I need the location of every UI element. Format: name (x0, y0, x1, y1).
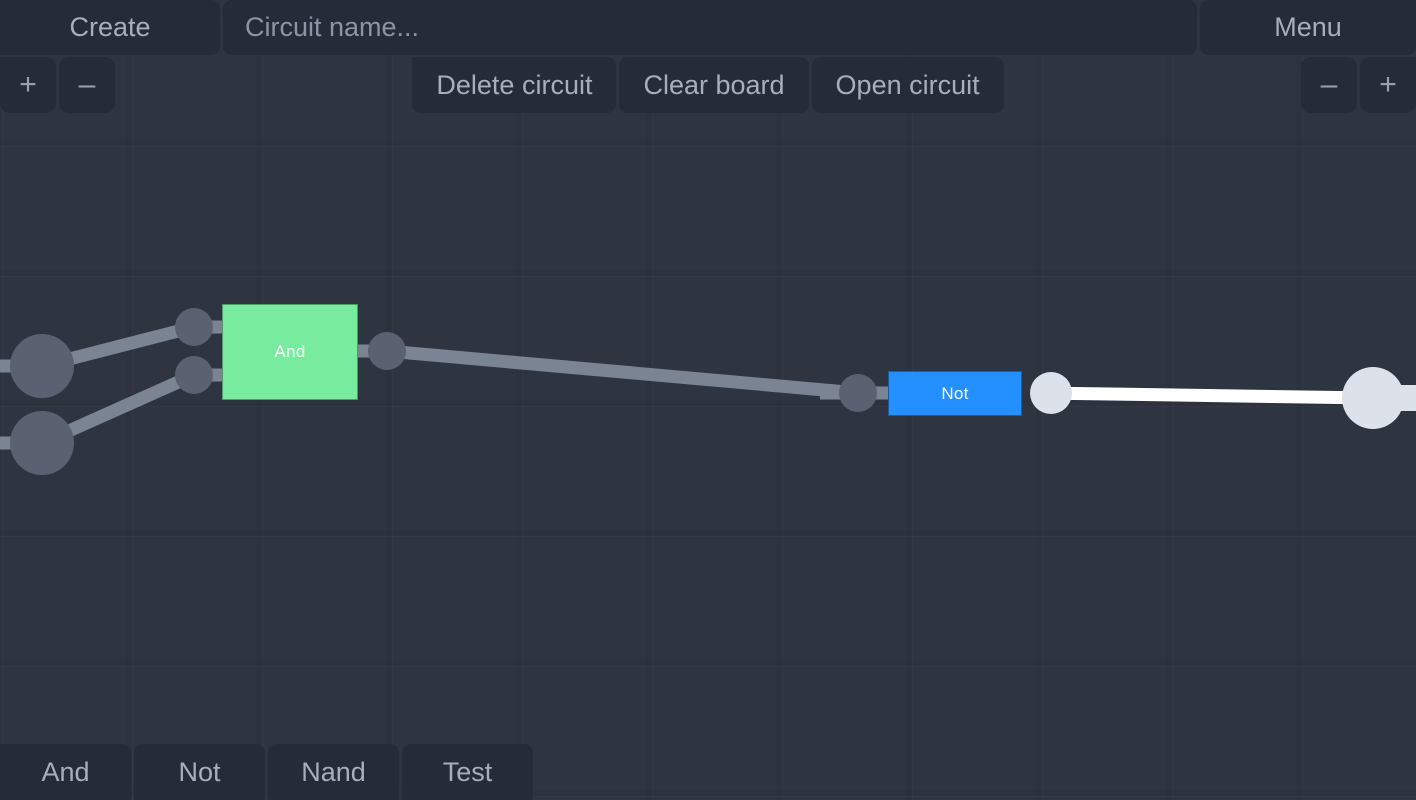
zoom-out-right-button[interactable]: – (1301, 57, 1358, 113)
zoom-out-left-button[interactable]: – (59, 57, 115, 113)
palette-item-nand[interactable]: Nand (268, 744, 399, 800)
node-input-a[interactable] (10, 334, 74, 398)
create-button[interactable]: Create (0, 0, 220, 55)
palette-item-and[interactable]: And (0, 744, 131, 800)
palette-item-test[interactable]: Test (402, 744, 533, 800)
node-not-input[interactable] (839, 374, 877, 412)
zoom-in-right-button[interactable]: + (1360, 57, 1416, 113)
open-circuit-button[interactable]: Open circuit (811, 57, 1004, 113)
menu-button[interactable]: Menu (1200, 0, 1416, 55)
secondary-toolbar: + – Delete circuit Clear board Open circ… (0, 57, 1416, 113)
palette-item-not[interactable]: Not (134, 744, 265, 800)
zoom-in-left-button[interactable]: + (0, 57, 56, 113)
wire-and-to-not[interactable] (386, 344, 859, 400)
node-not-output[interactable] (1030, 372, 1072, 414)
gate-not-label: Not (941, 383, 969, 403)
delete-circuit-button[interactable]: Delete circuit (412, 57, 617, 113)
board-actions-group: Delete circuit Clear board Open circuit (412, 57, 1004, 113)
node-and-input-bottom[interactable] (175, 356, 213, 394)
gate-palette-toolbar: And Not Nand Test (0, 740, 1416, 800)
node-and-output[interactable] (368, 332, 406, 370)
top-toolbar: Create Menu (0, 0, 1416, 56)
wire-not-to-output[interactable] (1039, 386, 1374, 405)
node-output-sink[interactable] (1342, 367, 1404, 429)
gate-and[interactable]: And (222, 304, 358, 400)
clear-board-button[interactable]: Clear board (619, 57, 809, 113)
gate-not[interactable]: Not (888, 371, 1022, 416)
circuit-name-input[interactable] (223, 0, 1197, 55)
gate-and-label: And (274, 342, 306, 361)
node-and-input-top[interactable] (175, 308, 213, 346)
node-input-b[interactable] (10, 411, 74, 475)
